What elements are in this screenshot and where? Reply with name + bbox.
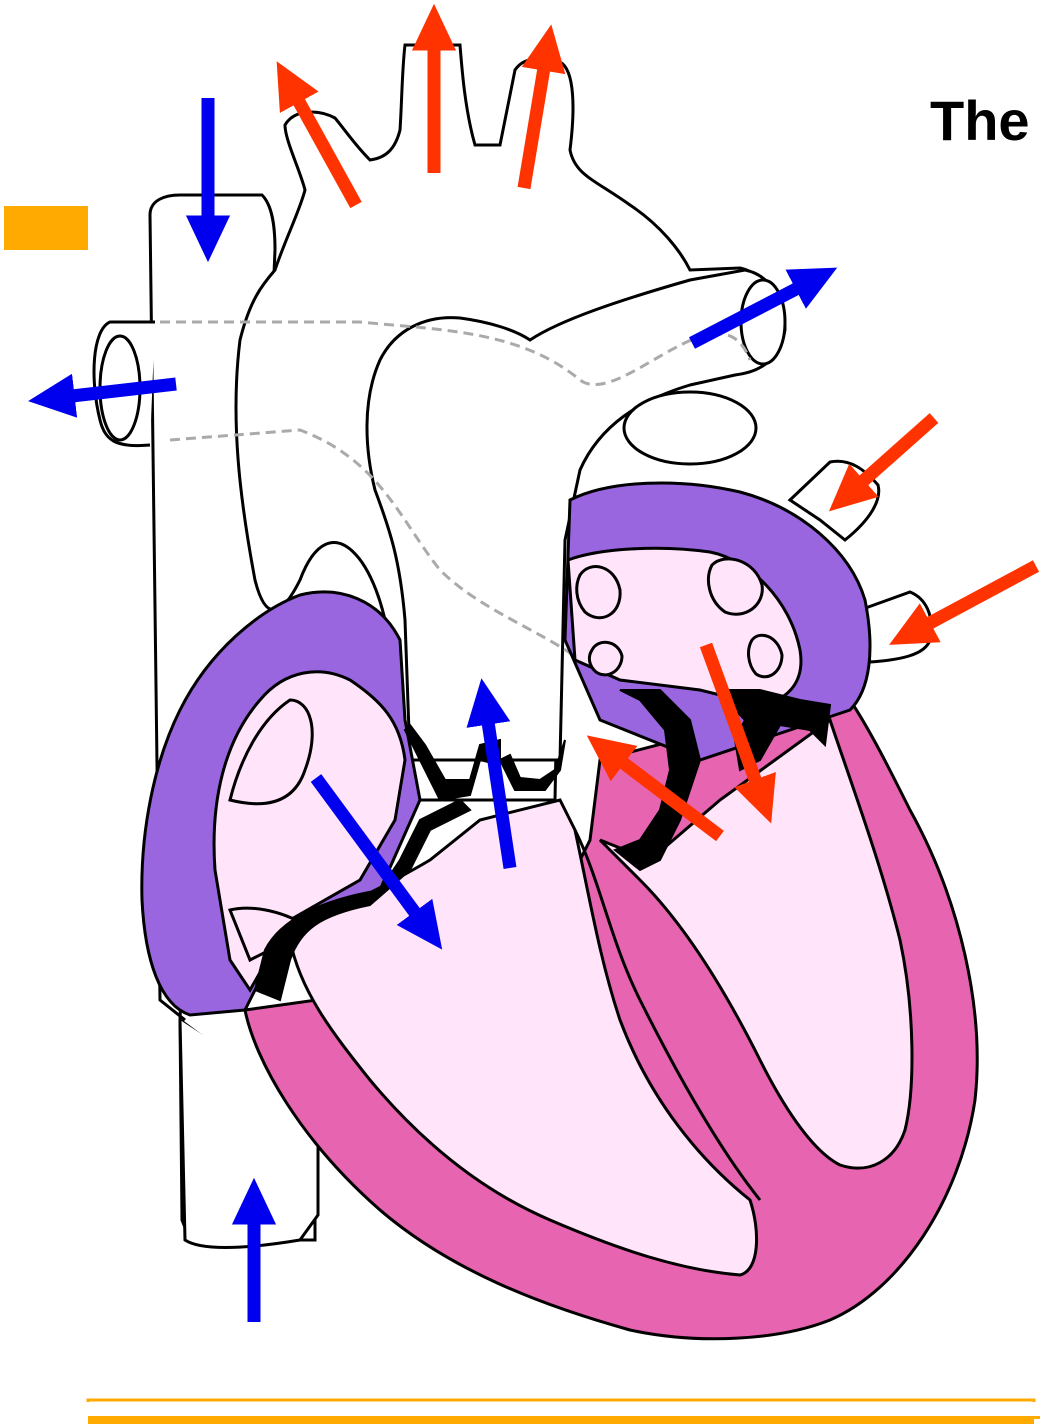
pulmonary-vein-hole-4 [749, 635, 782, 677]
arrow-lower-pulmonary-vein-in [928, 566, 1036, 624]
bottom-box-panel [88, 1418, 1034, 1424]
pulmonary-vein-hole-3 [589, 642, 622, 675]
bullet-top [4, 206, 88, 250]
arrow-upper-pulmonary-vein-in [862, 418, 934, 482]
pulmonary-vein-opening [624, 392, 756, 464]
slide-title: The [930, 88, 1030, 153]
pulmonary-vein-hole-1 [577, 567, 620, 618]
